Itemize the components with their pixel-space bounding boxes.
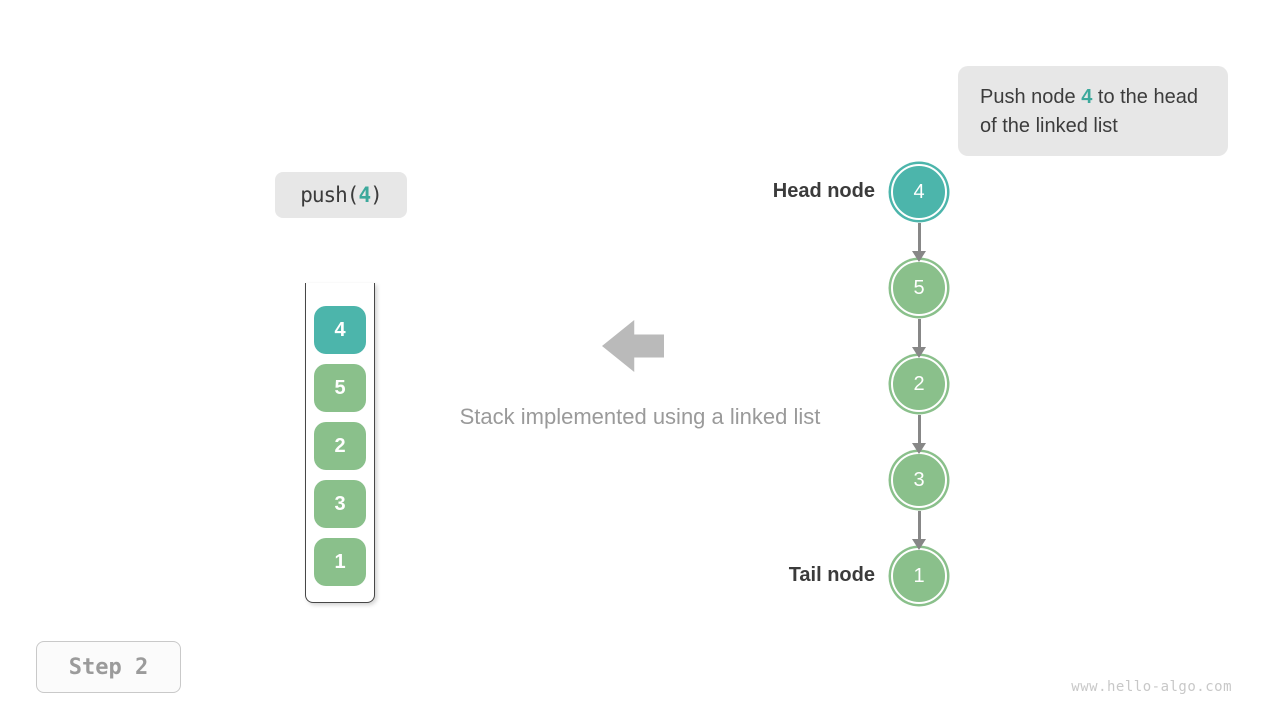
callout-bubble: Push node 4 to the head of the linked li… [958,66,1228,156]
linked-list-node: 4 [891,164,947,220]
callout-highlight-value: 4 [1081,86,1093,108]
operation-prefix: push( [300,183,359,207]
stack-container: 4 5 2 3 1 [305,283,375,603]
operation-value: 4 [358,183,371,207]
stack-block: 3 [314,480,366,528]
head-node-label: Head node [772,180,875,202]
arrow-down-icon [912,319,926,358]
stack-block: 5 [314,364,366,412]
callout-text-suffix: to the head of the linked list [980,86,1198,137]
linked-list-node: 3 [891,452,947,508]
callout-text-prefix: Push node [980,86,1082,108]
stack-block: 4 [314,306,366,354]
arrow-down-icon [912,223,926,262]
arrow-down-icon [912,511,926,550]
step-badge: Step 2 [36,641,181,693]
diagram-caption: Stack implemented using a linked list [459,404,821,429]
linked-list-node: 5 [891,260,947,316]
stack-block: 2 [314,422,366,470]
tail-node-label: Tail node [788,564,875,586]
linked-list-node: 2 [891,356,947,412]
left-block-arrow-icon [602,320,664,372]
linked-list-node: 1 [891,548,947,604]
operation-suffix: ) [370,183,383,207]
stack-block: 1 [314,538,366,586]
arrow-down-icon [912,415,926,454]
watermark: www.hello-algo.com [1071,679,1232,695]
operation-chip: push(4) [275,172,407,218]
